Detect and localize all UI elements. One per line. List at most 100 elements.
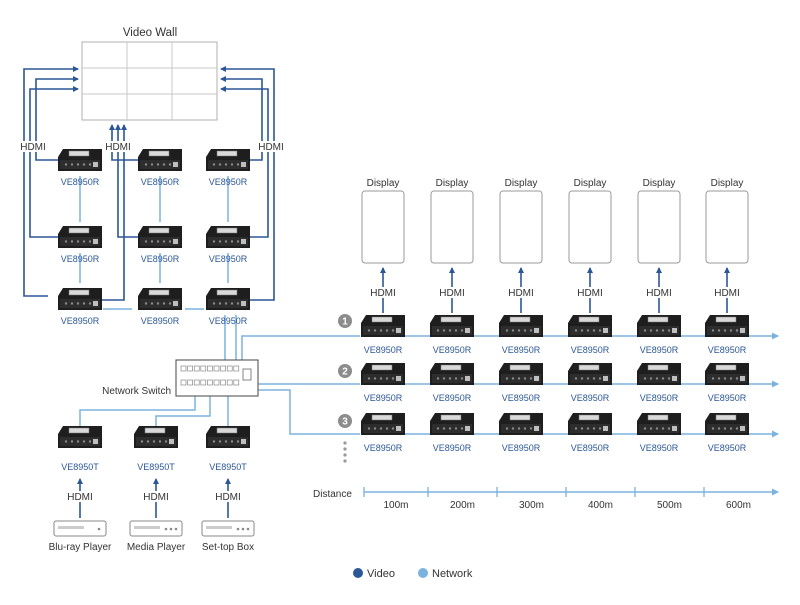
switch-port <box>226 379 233 386</box>
network-switch: Network Switch <box>102 359 259 397</box>
receiver-label: VE8950R <box>433 345 472 355</box>
legend-item: Network <box>418 568 473 580</box>
receiver-label: VE8950R <box>209 177 248 187</box>
receiver-device <box>138 149 182 171</box>
display-screen <box>430 190 474 264</box>
switch-port <box>193 365 200 372</box>
receiver-label: VE8950R <box>433 393 472 403</box>
transmitter-device <box>206 426 250 448</box>
receiver-device <box>568 413 612 435</box>
display-screen <box>637 190 681 264</box>
hdmi-label: HDMI <box>370 288 396 299</box>
receiver-label: VE8950R <box>502 443 541 453</box>
receiver-device <box>568 315 612 337</box>
hdmi-label: HDMI <box>508 288 534 299</box>
receiver-device <box>705 413 749 435</box>
display-label: Display <box>367 178 400 189</box>
row-badge: 2 <box>338 364 352 378</box>
switch-port <box>213 379 220 386</box>
receiver-label: VE8950R <box>708 393 747 403</box>
video-wall: Video Wall <box>81 27 218 121</box>
distance-tick-label: 600m <box>726 500 751 511</box>
legend-item: Video <box>353 568 395 580</box>
receiver-label: VE8950R <box>209 254 248 264</box>
video-wall-hdmi-lines <box>23 66 275 301</box>
hdmi-label: HDMI <box>714 288 740 299</box>
switch-port <box>233 365 240 372</box>
row-badge: 3 <box>338 414 352 428</box>
receiver-device <box>206 226 250 248</box>
continuation-dots <box>343 441 347 463</box>
source-label: Blu-ray Player <box>49 542 112 553</box>
source-device <box>129 520 183 537</box>
legend: Video Network <box>353 568 473 580</box>
distance-label: Distance <box>313 489 352 500</box>
switch-ports <box>180 365 240 386</box>
hdmi-label: HDMI <box>67 492 93 503</box>
display-screen <box>568 190 612 264</box>
receiver-device <box>206 149 250 171</box>
transmitter-device <box>134 426 178 448</box>
legend-label: Video <box>367 568 395 580</box>
receiver-label: VE8950R <box>433 443 472 453</box>
receiver-label: VE8950R <box>61 316 100 326</box>
receiver-device <box>430 315 474 337</box>
receiver-label: VE8950R <box>640 393 679 403</box>
row-number-badges: 1 2 3 <box>338 314 352 428</box>
legend-swatch <box>353 568 363 578</box>
video-wall-frame <box>81 41 218 121</box>
receiver-device <box>430 413 474 435</box>
distance-tick-label: 200m <box>450 500 475 511</box>
receiver-device <box>58 226 102 248</box>
receiver-label: VE8950R <box>209 316 248 326</box>
hdmi-label-center: HDMI <box>105 142 131 153</box>
receiver-label: VE8950R <box>141 316 180 326</box>
receiver-device <box>138 226 182 248</box>
receiver-device <box>499 315 543 337</box>
row-number: 2 <box>342 367 348 378</box>
wall-hdmi-labels: HDMI HDMI HDMI <box>17 141 286 153</box>
transmitter-label: VE8950T <box>137 462 175 472</box>
source-device <box>201 520 255 537</box>
switch-port <box>193 379 200 386</box>
row-number: 3 <box>342 417 348 428</box>
receiver-device <box>705 363 749 385</box>
switch-port <box>200 365 207 372</box>
hdmi-label-left: HDMI <box>20 142 46 153</box>
switch-port <box>220 365 226 372</box>
row-receivers: VE8950R VE8950R VE8950R VE8950R VE8950R VE895… <box>361 315 749 453</box>
hdmi-label: HDMI <box>577 288 603 299</box>
receiver-label: VE8950R <box>571 443 610 453</box>
receiver-device <box>430 363 474 385</box>
receiver-device <box>361 413 405 435</box>
display-label: Display <box>643 178 676 189</box>
switch-port <box>207 365 213 372</box>
display-label: Display <box>436 178 469 189</box>
switch-port <box>187 365 193 372</box>
receiver-label: VE8950R <box>708 443 747 453</box>
row-badge: 1 <box>338 314 352 328</box>
receiver-device <box>637 363 681 385</box>
source-device <box>53 520 107 537</box>
source-label: Set-top Box <box>202 542 254 553</box>
hdmi-label: HDMI <box>646 288 672 299</box>
receiver-label: VE8950R <box>640 345 679 355</box>
display-screen <box>705 190 749 264</box>
receiver-label: VE8950R <box>571 345 610 355</box>
receiver-device <box>58 149 102 171</box>
switch-port <box>220 379 226 386</box>
switch-port <box>200 379 207 386</box>
video-wall-title: Video Wall <box>123 27 177 39</box>
hdmi-label-right: HDMI <box>258 142 284 153</box>
receiver-device <box>705 315 749 337</box>
hdmi-label: HDMI <box>439 288 465 299</box>
display-screen <box>361 190 405 264</box>
receiver-label: VE8950R <box>640 443 679 453</box>
hdmi-label: HDMI <box>215 492 241 503</box>
transmitter-label: VE8950T <box>209 462 247 472</box>
